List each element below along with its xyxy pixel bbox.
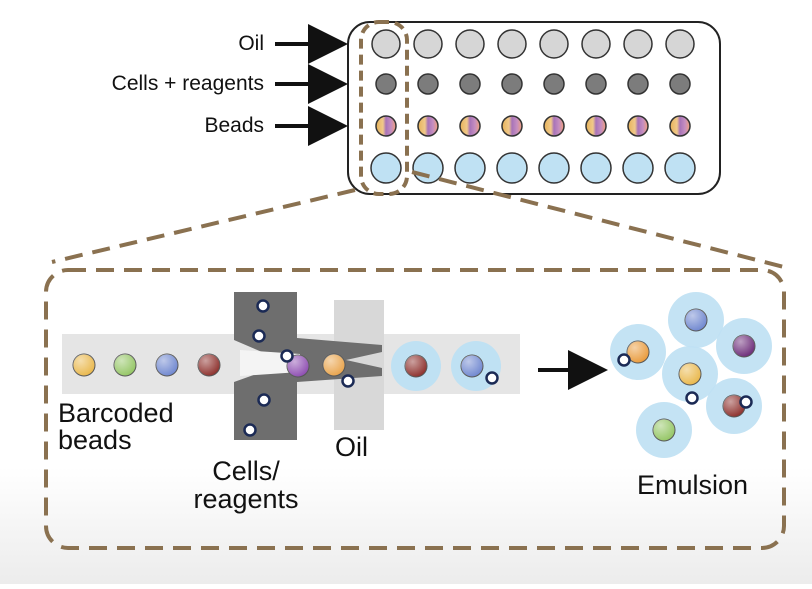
emulsion-droplets [610, 292, 772, 458]
plate-well [623, 29, 653, 59]
plate-well [496, 152, 528, 184]
plate-wells [370, 29, 696, 184]
cell [341, 374, 355, 388]
bead-shine [114, 354, 136, 376]
plate-well [543, 73, 565, 95]
row-label-cells: Cells + reagents [111, 72, 264, 95]
plate-well [413, 29, 443, 59]
plate-well [501, 73, 523, 95]
plate-well [375, 73, 397, 95]
plate-well [581, 29, 611, 59]
plate-well [585, 73, 607, 95]
plate-well [417, 115, 439, 137]
plate-well [459, 73, 481, 95]
column-highlight [359, 20, 409, 196]
plate-well [454, 152, 486, 184]
oil-label: Oil [335, 432, 368, 462]
zoom-line-right [411, 170, 789, 270]
barcoded-beads-label: Barcoded beads [58, 398, 174, 455]
cell [256, 299, 270, 313]
row-label-beads: Beads [204, 114, 264, 137]
cell [257, 393, 271, 407]
cell [739, 395, 753, 409]
cell [617, 353, 631, 367]
plate-well [370, 152, 402, 184]
bead-shine [461, 355, 483, 377]
bead-shine [653, 419, 675, 441]
plate-well [417, 73, 439, 95]
plate-well [412, 152, 444, 184]
plate-well [455, 29, 485, 59]
bead-shine [733, 335, 755, 357]
bead-shine [198, 354, 220, 376]
bead-shine [73, 354, 95, 376]
row-arrows [275, 24, 348, 146]
bead-shine [627, 341, 649, 363]
cells-reagents-label: Cells/ reagents [193, 456, 299, 515]
bead-shine [405, 355, 427, 377]
plate-well [459, 115, 481, 137]
emulsion-label: Emulsion [637, 470, 749, 500]
cell [243, 423, 257, 437]
plate-well [627, 115, 649, 137]
bead-shine [685, 309, 707, 331]
plate-well [538, 152, 570, 184]
bead-shine [156, 354, 178, 376]
bead-shine [679, 363, 701, 385]
plate-well [585, 115, 607, 137]
cell [252, 329, 266, 343]
plate-well [669, 115, 691, 137]
plate-well [497, 29, 527, 59]
plate-well [622, 152, 654, 184]
bead-shine [323, 354, 345, 376]
zoom-panel [44, 268, 786, 550]
plate-well [371, 29, 401, 59]
plate-well [543, 115, 565, 137]
plate-well [580, 152, 612, 184]
cell [485, 371, 499, 385]
plate-well [539, 29, 569, 59]
plate-well [375, 115, 397, 137]
plate-frame [347, 21, 721, 195]
cell [685, 391, 699, 405]
cell [280, 349, 294, 363]
chip-cells [243, 299, 355, 437]
plate-well [664, 152, 696, 184]
chip-droplets [391, 341, 501, 391]
row-label-oil: Oil [238, 32, 264, 55]
plate-well [627, 73, 649, 95]
zoom-line-left [51, 188, 356, 264]
chip-beads [72, 353, 346, 378]
bead-shine [287, 355, 309, 377]
plate-well [501, 115, 523, 137]
plate-well [669, 73, 691, 95]
plate-well [665, 29, 695, 59]
